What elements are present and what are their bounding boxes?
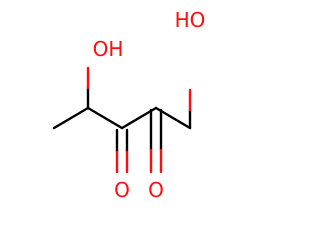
carbonyl-oxygen-label-c4: O	[148, 178, 164, 202]
molecule-canvas: OH HO O O	[52, 8, 206, 202]
hydroxyl-label-left: OH	[93, 37, 124, 61]
bond-c1-c2	[52, 106, 90, 130]
structure-drawing: OH HO O O	[52, 8, 206, 202]
hydroxyl-label-right: HO	[175, 8, 206, 32]
carbonyl-oxygen-label-c3: O	[114, 178, 130, 202]
bond-c2-c3	[86, 106, 124, 130]
